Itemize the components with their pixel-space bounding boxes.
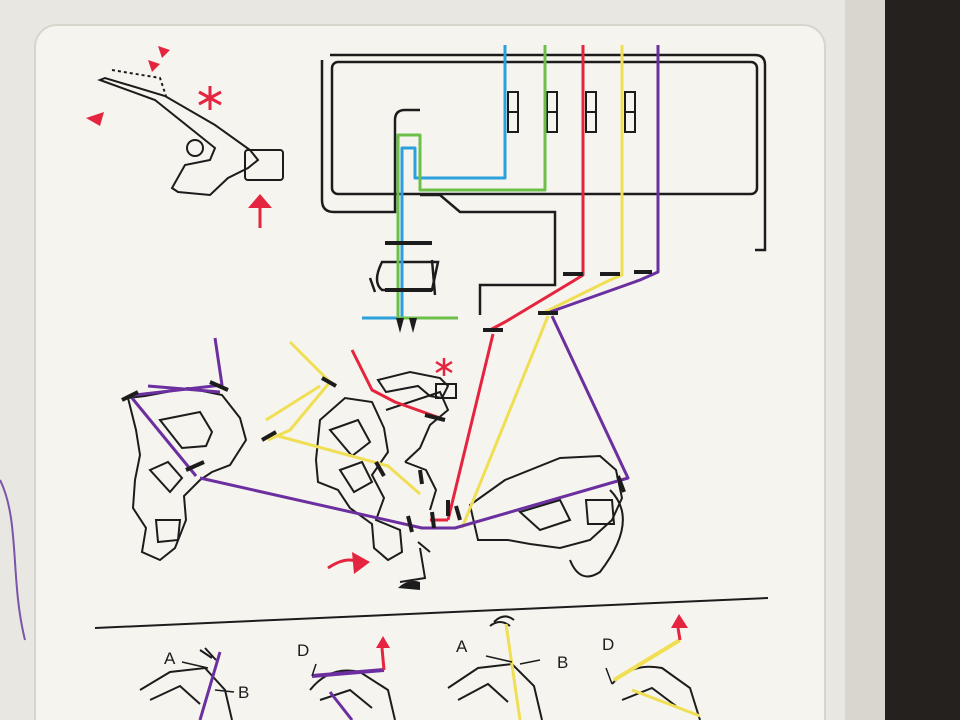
thread-yellow-lower — [460, 315, 550, 529]
machine-edge — [845, 0, 885, 720]
thread-red — [489, 45, 585, 332]
purple-strand-left — [0, 479, 26, 641]
step3-label-a: A — [456, 637, 468, 656]
looper-base — [398, 580, 420, 590]
presser-foot-detail — [97, 69, 284, 197]
thread-paths-middle — [130, 315, 630, 530]
thread-purple-lower — [199, 315, 630, 530]
thread-purple — [549, 45, 660, 314]
thread-yellow — [544, 45, 624, 314]
dark-background — [880, 0, 960, 720]
step-1: A B — [139, 647, 249, 720]
thread-guides-top — [385, 241, 652, 332]
tension-dials — [507, 91, 636, 133]
arrow-right-red-2 — [148, 60, 160, 72]
lower-looper-assembly — [126, 370, 624, 583]
asterisk-icon — [198, 86, 222, 110]
step1-label-a: A — [164, 649, 176, 668]
curved-arrow-icon — [327, 552, 370, 574]
arrow-left-red — [86, 112, 104, 126]
divider-line — [94, 597, 769, 629]
machine-top-outline — [320, 53, 767, 315]
step-3: A B — [447, 615, 568, 720]
thread-guides-middle — [121, 376, 626, 533]
thread-green — [396, 45, 547, 320]
needles — [396, 318, 417, 333]
arrow-right-red — [158, 46, 170, 58]
step2-label-d: D — [297, 641, 309, 660]
arrow-up-icon — [248, 194, 272, 228]
threading-card — [34, 24, 826, 720]
step4-label-d: D — [602, 635, 614, 654]
step-4: D — [602, 614, 701, 720]
step-2: D — [297, 636, 396, 720]
step1-label-b: B — [238, 683, 249, 702]
step3-label-b: B — [557, 653, 568, 672]
asterisk-looper-icon — [435, 358, 453, 376]
